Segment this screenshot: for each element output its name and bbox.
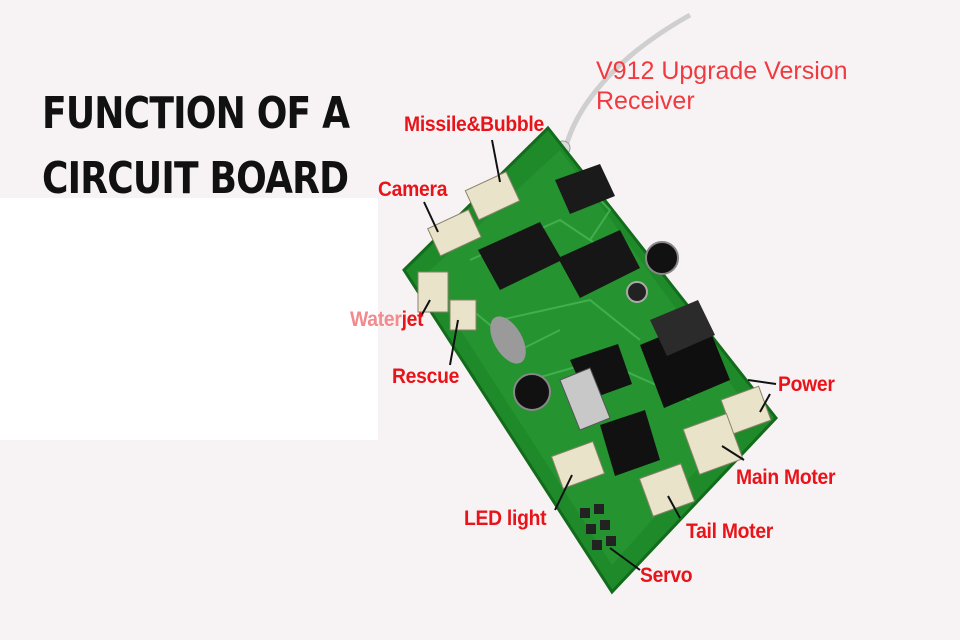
white-panel bbox=[0, 198, 378, 440]
label-servo: Servo bbox=[640, 564, 693, 587]
label-missile-bubble: Missile&Bubble bbox=[404, 113, 544, 136]
connector-camera bbox=[427, 209, 482, 257]
label-led-light: LED light bbox=[464, 507, 547, 530]
pointer-main bbox=[721, 445, 745, 461]
page-title: FUNCTION OF A CIRCUIT BOARD bbox=[42, 88, 350, 204]
label-power: Power bbox=[778, 373, 835, 396]
version-line-2: Receiver bbox=[596, 87, 695, 115]
antenna-wire bbox=[562, 12, 692, 151]
connector-led bbox=[550, 440, 606, 490]
pointer-servo bbox=[609, 547, 641, 571]
pointer-tail bbox=[667, 495, 681, 519]
capacitor-3 bbox=[513, 373, 551, 411]
capacitor-2 bbox=[626, 281, 648, 303]
connector-missile bbox=[464, 171, 521, 221]
silver-part bbox=[559, 367, 611, 431]
label-jet: jet bbox=[401, 308, 424, 331]
pointer-led bbox=[554, 474, 573, 511]
pointer-water bbox=[419, 299, 431, 319]
chip-5 bbox=[600, 410, 660, 476]
heat-tab bbox=[650, 300, 715, 356]
capacitor-1 bbox=[645, 241, 679, 275]
pointer-rescue bbox=[449, 319, 459, 366]
chip-3 bbox=[555, 164, 615, 214]
pointer-lines bbox=[419, 139, 777, 571]
title-line-1: FUNCTION OF A bbox=[42, 88, 350, 139]
pointer-camera bbox=[423, 201, 439, 233]
servo-pins bbox=[580, 504, 616, 550]
pointer-missile bbox=[491, 139, 501, 183]
title-line-2: CIRCUIT BOARD bbox=[42, 153, 349, 204]
connector-main bbox=[682, 412, 744, 476]
connector-water bbox=[417, 271, 449, 313]
label-water: Water bbox=[350, 308, 402, 331]
connector-rescue bbox=[449, 299, 477, 331]
label-waterjet: Waterjet bbox=[350, 308, 424, 332]
pointer-power bbox=[747, 379, 777, 413]
version-line-1: V912 Upgrade Version bbox=[596, 57, 848, 85]
chip-1 bbox=[478, 222, 562, 290]
label-camera: Camera bbox=[378, 178, 448, 201]
label-tail-moter: Tail Moter bbox=[686, 520, 774, 543]
version-label: V912 Upgrade Version Receiver bbox=[596, 56, 848, 116]
chip-2 bbox=[558, 230, 640, 298]
label-main-moter: Main Moter bbox=[736, 466, 836, 489]
gray-capacitor bbox=[490, 316, 526, 364]
label-rescue: Rescue bbox=[392, 365, 460, 388]
